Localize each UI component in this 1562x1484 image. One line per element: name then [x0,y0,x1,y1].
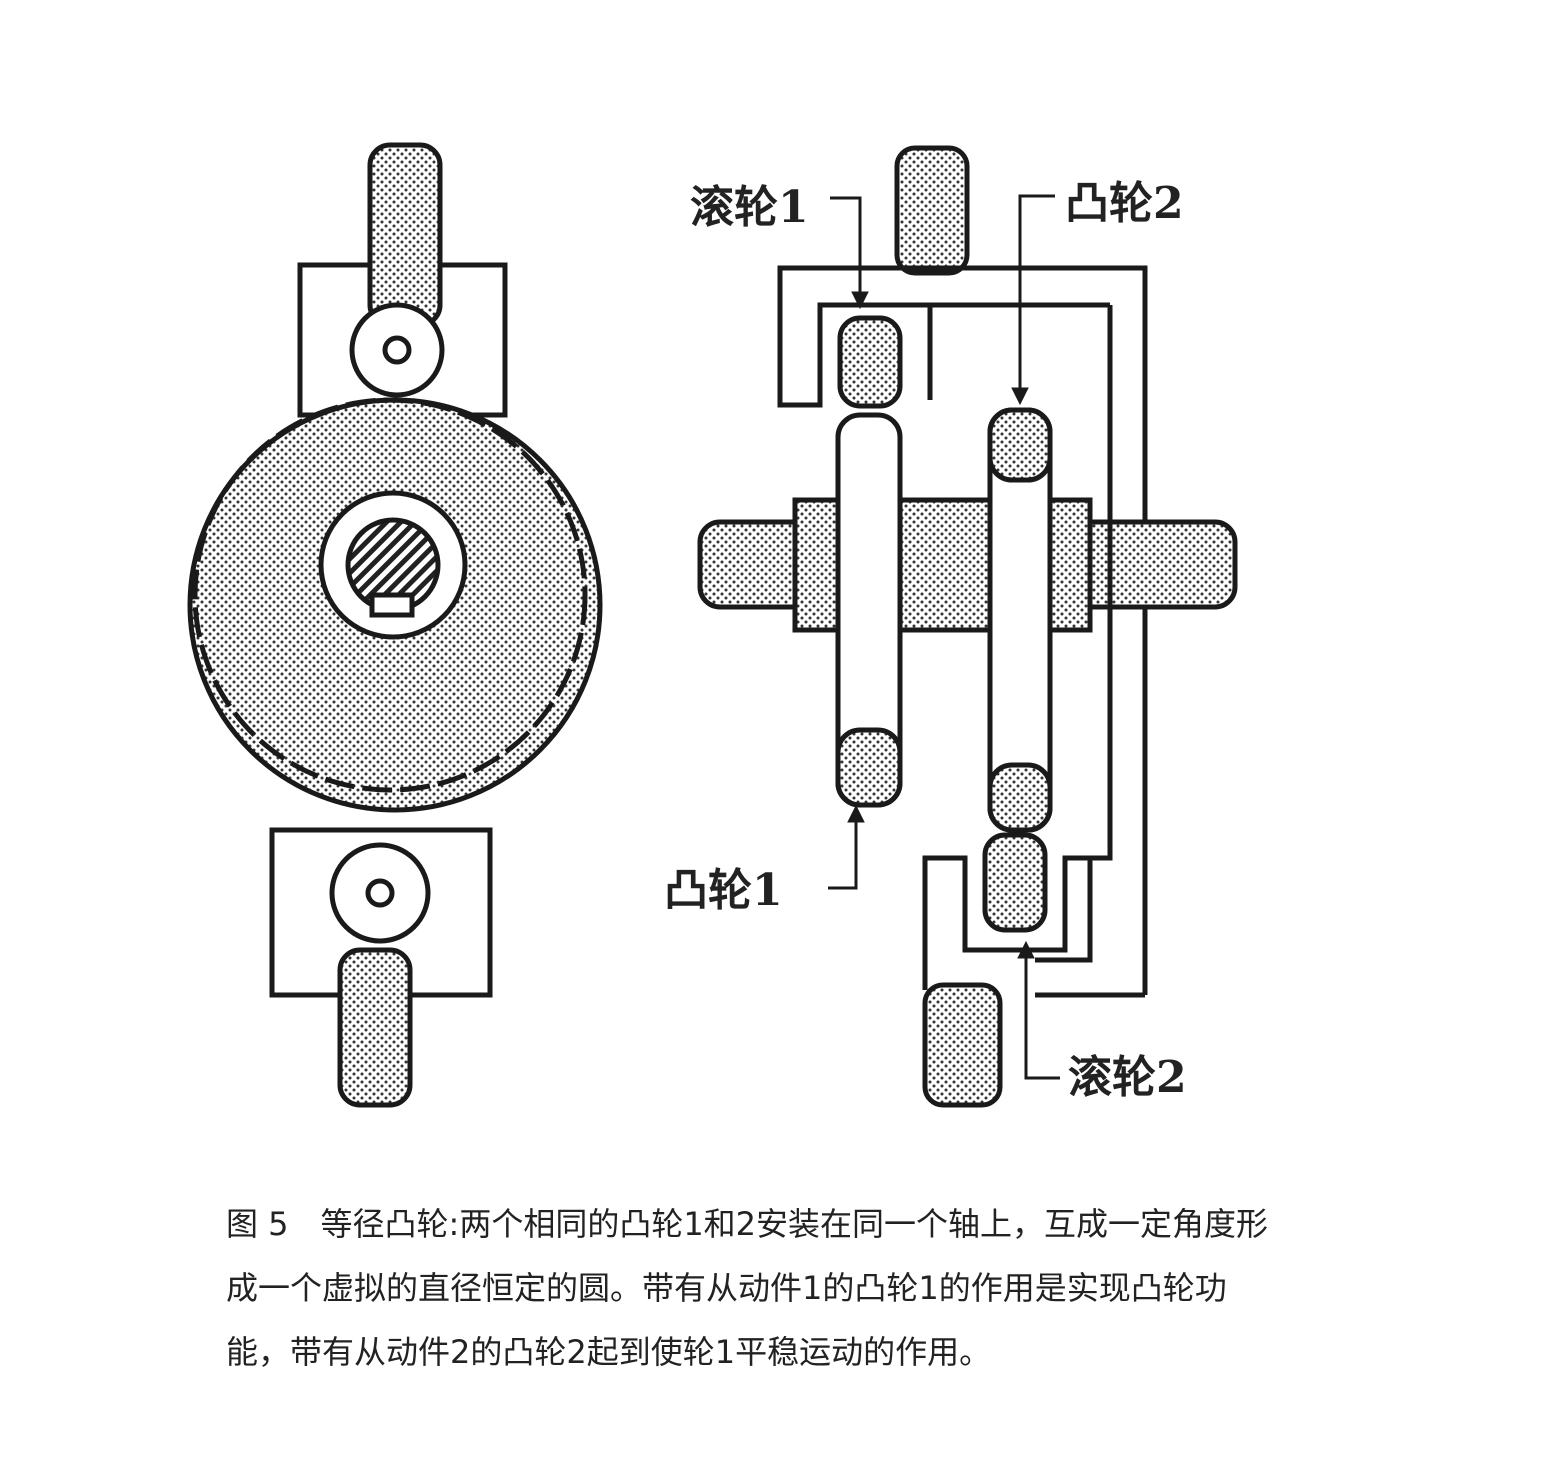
leader-cam2 [1018,194,1055,395]
bottom-follower-rod [337,947,413,1108]
leader-cam1 [828,815,858,890]
roller-1 [837,315,903,409]
bottom-rod [922,982,1003,1108]
top-follower-rod [367,142,443,328]
figure-caption: 图 5 等径凸轮:两个相同的凸轮1和2安装在同一个轴上，互成一定角度形成一个虚拟… [226,1205,1269,1371]
label-roller-1: 滚轮1 [690,182,809,233]
top-rod [894,145,970,276]
label-roller-2: 滚轮2 [1068,1052,1187,1103]
cam-2-tip [987,407,1053,483]
label-cam-2: 凸轮2 [1065,178,1184,229]
bottom-frame-2 [922,855,1093,990]
leader-roller2 [1024,950,1060,1080]
bottom-roller-pin [365,878,395,908]
bottom-frame [1090,305,1113,861]
key [369,592,415,618]
cam-disc-outline-2 [192,397,588,793]
cam-diagram: 滚轮1 凸轮2 凸轮1 滚轮2 [187,142,1238,1108]
top-frame [777,265,1148,995]
cam-2-bottom [987,762,1053,833]
cam-1-tip [835,727,903,808]
front-view [187,142,603,1108]
label-cam-1: 凸轮1 [664,865,783,916]
leader-roller1 [830,196,862,300]
side-view [697,145,1238,1108]
top-roller-pin [382,335,412,365]
roller-2 [982,832,1048,933]
